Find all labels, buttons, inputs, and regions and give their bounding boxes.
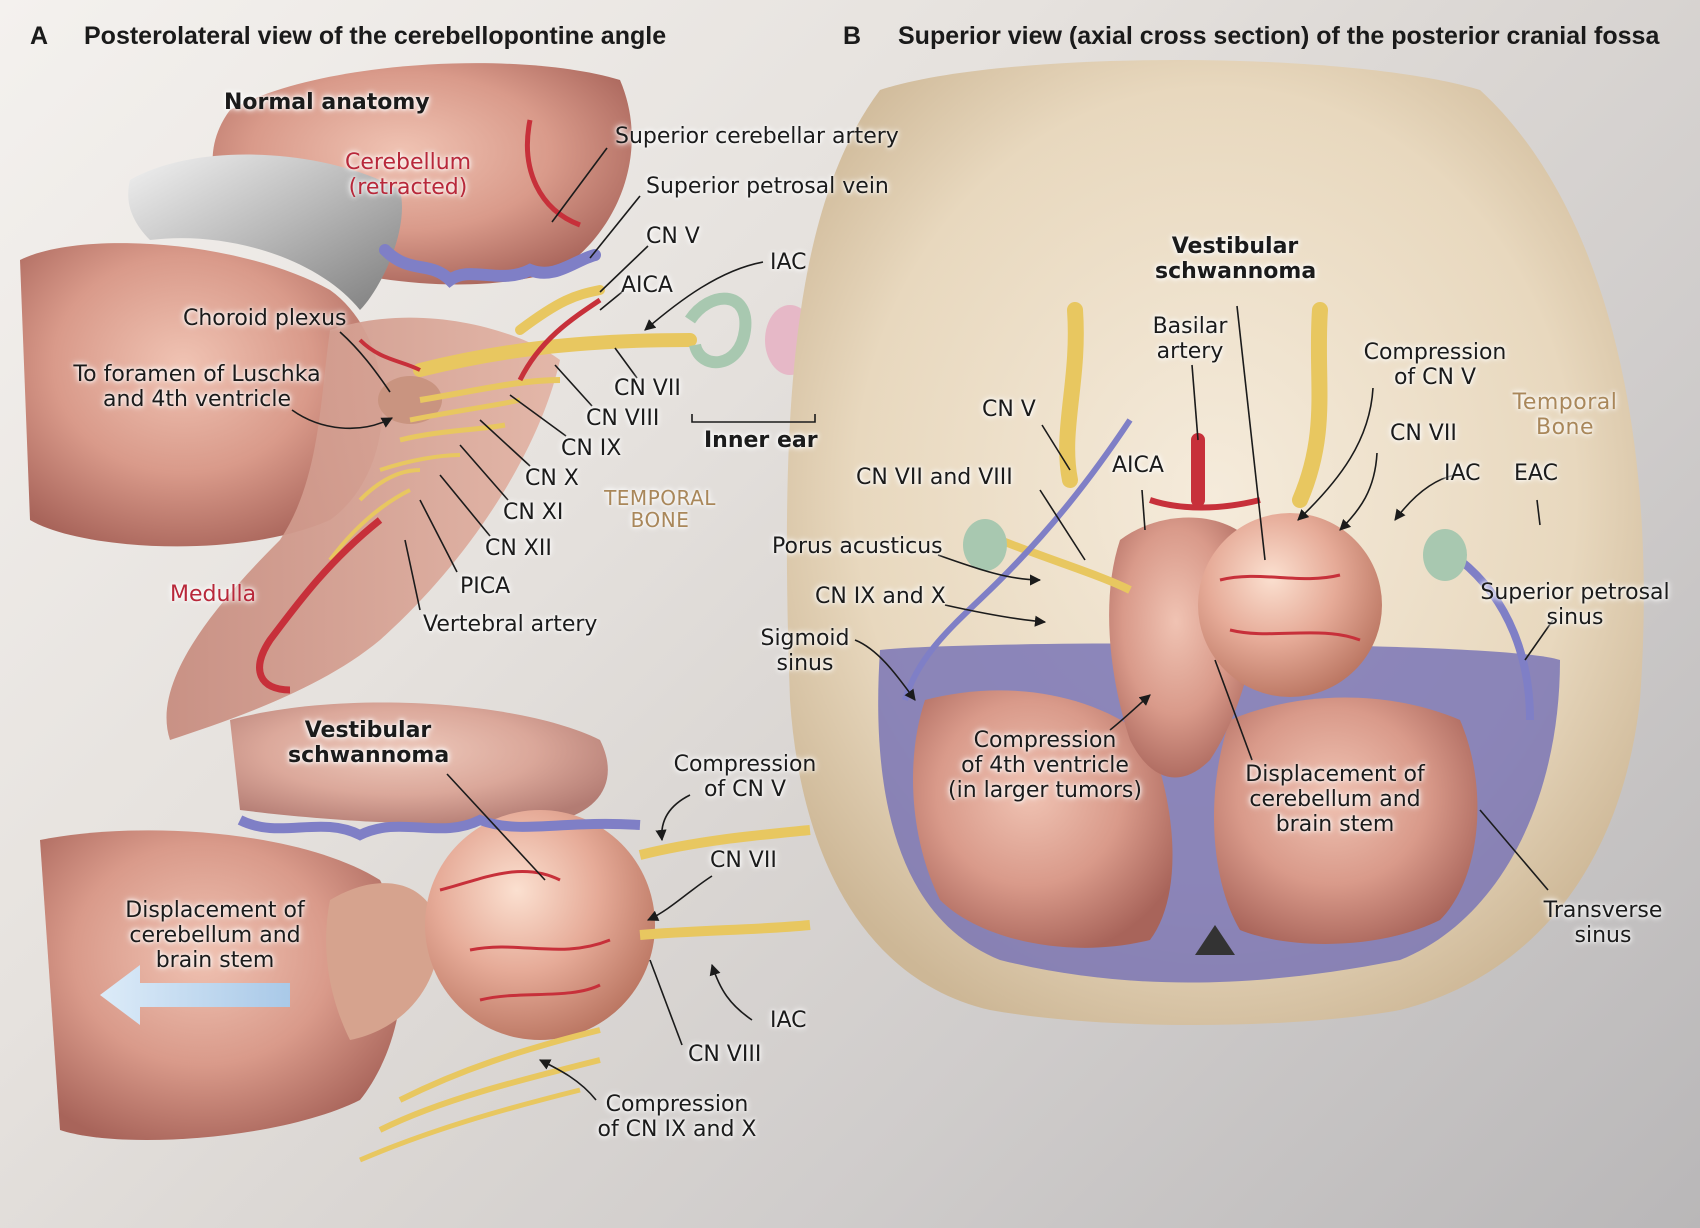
label-iac-tumor: IAC [770,1008,807,1033]
panel-a-letter: A [30,22,49,50]
panel-b-title: Superior view (axial cross section) of t… [898,22,1660,50]
label-cn-v: CN V [646,224,700,249]
label-cerebellum: Cerebellum(retracted) [345,150,472,200]
label-cn-x: CN X [525,466,579,491]
label-cn-viii-tumor: CN VIII [688,1042,762,1067]
label-superior-cerebellar-artery: Superior cerebellar artery [615,124,899,149]
label-cn-ix-x-b: CN IX and X [815,584,946,609]
label-eac: EAC [1514,461,1558,486]
label-inner-ear: Inner ear [704,428,818,453]
label-iac-b: IAC [1444,461,1481,486]
label-aica: AICA [621,273,673,298]
label-cn-v-b: CN V [982,397,1036,422]
label-normal-anatomy: Normal anatomy [224,90,430,115]
label-cn-vii-tumor: CN VII [710,848,777,873]
panel-b-illustration [786,60,1644,1025]
label-cn-vii-b: CN VII [1390,421,1457,446]
label-choroid-plexus: Choroid plexus [183,306,347,331]
label-cn-ix: CN IX [561,436,622,461]
label-cn-viii: CN VIII [586,406,660,431]
panel-a-tumor-illustration [40,702,811,1163]
label-medulla: Medulla [170,582,257,607]
label-cn-vii-viii: CN VII and VIII [856,465,1013,490]
label-porus-acusticus: Porus acusticus [772,534,943,559]
leader-lines [291,147,1554,1101]
label-iac: IAC [770,250,807,275]
label-superior-petrosal-vein: Superior petrosal vein [646,174,889,199]
label-cn-xii: CN XII [485,536,552,561]
label-cn-xi: CN XI [503,500,564,525]
label-vertebral-artery: Vertebral artery [423,612,598,637]
panel-a-normal-illustration [20,63,815,740]
panel-b-letter: B [843,22,862,50]
panel-a-title: Posterolateral view of the cerebellopont… [84,22,667,50]
label-cn-vii: CN VII [614,376,681,401]
label-aica-b: AICA [1112,453,1164,478]
label-pica: PICA [460,574,511,599]
